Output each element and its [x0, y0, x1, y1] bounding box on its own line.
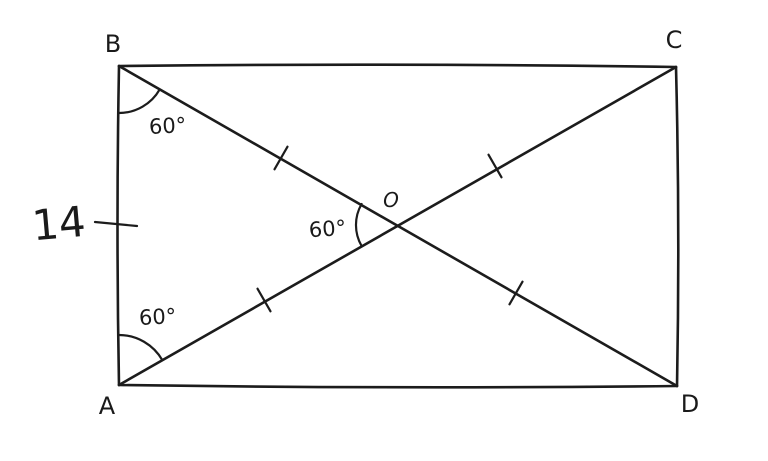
angle-arc-a: [117, 333, 164, 362]
tick-segment-ao: [256, 287, 272, 313]
tick-segment-od: [508, 280, 524, 306]
rectangle-left-edge: [116, 64, 121, 387]
tick-segment-bo: [273, 145, 289, 171]
center-label-o: O: [383, 188, 399, 212]
angle-arc-b: [117, 88, 161, 115]
rectangle-top-edge: [117, 63, 678, 69]
rectangle-right-edge: [674, 65, 680, 388]
tick-side-ab: [93, 220, 139, 228]
angle-label-b: 60°: [148, 113, 186, 139]
rectangle-bottom-edge: [117, 383, 679, 389]
angle-arc-o: [354, 202, 363, 248]
tick-segment-oc: [487, 153, 503, 179]
vertex-label-d: D: [681, 390, 699, 418]
vertex-label-a: A: [99, 392, 116, 420]
diagonal-ac: [117, 65, 678, 387]
vertex-label-c: C: [666, 26, 683, 54]
side-length-label: 14: [30, 197, 88, 250]
vertex-label-b: B: [105, 30, 121, 58]
angle-label-o: 60°: [308, 216, 347, 243]
angle-label-a: 60°: [138, 304, 176, 330]
